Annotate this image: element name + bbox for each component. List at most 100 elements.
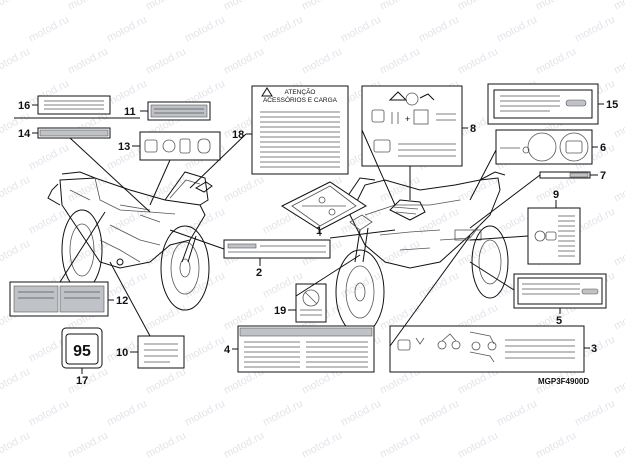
watermark-text: motod.ru	[417, 398, 461, 429]
callout-14: 14	[18, 128, 31, 140]
label-1-diamond	[280, 181, 396, 239]
watermark-text: motod.ru	[222, 0, 266, 13]
label-17-number-plate: 95	[61, 327, 103, 374]
watermark-text: motod.ru	[222, 46, 266, 77]
callout-8: 8	[470, 123, 476, 135]
callout-12: 12	[116, 295, 128, 307]
label-16	[32, 95, 111, 115]
watermark-text: motod.ru	[261, 398, 305, 429]
watermark-text: motod.ru	[105, 78, 149, 109]
callout-19: 19	[274, 305, 286, 317]
watermark-text: motod.ru	[573, 14, 617, 45]
label-6	[495, 129, 598, 165]
callout-4: 4	[224, 344, 231, 356]
label-8: +	[361, 85, 468, 200]
watermark-text: motod.ru	[66, 238, 110, 269]
watermark-text: motod.ru	[456, 430, 500, 461]
label-19	[288, 283, 327, 323]
callout-6: 6	[600, 142, 606, 154]
watermark-text: motod.ru	[183, 270, 227, 301]
watermark-text: motod.ru	[612, 238, 625, 269]
watermark-text: motod.ru	[66, 46, 110, 77]
watermark-text: motod.ru	[27, 142, 71, 173]
label-4-lines	[244, 341, 368, 368]
callout-9: 9	[553, 189, 559, 201]
watermark-text: motod.ru	[183, 334, 227, 365]
warning-title: ATENÇÃO	[285, 87, 316, 96]
label-3	[389, 325, 590, 373]
watermark-text: motod.ru	[456, 46, 500, 77]
watermark-text: motod.ru	[612, 46, 625, 77]
watermark-text: motod.ru	[222, 174, 266, 205]
watermark-text: motod.ru	[612, 302, 625, 333]
watermark-text: motod.ru	[495, 14, 539, 45]
watermark-text: motod.ru	[534, 0, 578, 13]
label-15	[487, 83, 604, 125]
watermark-text: motod.ru	[612, 0, 625, 13]
label-13	[132, 131, 221, 206]
callout-10: 10	[116, 347, 128, 359]
watermark-text: motod.ru	[378, 238, 422, 269]
callout-16: 16	[18, 100, 30, 112]
label-2	[223, 239, 331, 266]
leader-lines	[169, 129, 541, 347]
warning-subtitle: ACESSÓRIOS E CARGA	[263, 95, 338, 104]
watermark-text: motod.ru	[417, 270, 461, 301]
watermark-text: motod.ru	[612, 366, 625, 397]
watermark-text: motod.ru	[378, 430, 422, 461]
watermark-text: motod.ru	[105, 14, 149, 45]
watermark-text: motod.ru	[300, 430, 344, 461]
left-motorcycle	[47, 171, 213, 311]
callout-17: 17	[76, 375, 88, 387]
watermark-text: motod.ru	[417, 14, 461, 45]
label-7	[539, 171, 598, 179]
watermark-text: motod.ru	[300, 0, 344, 13]
watermark-text: motod.ru	[261, 14, 305, 45]
label-9-lines	[558, 215, 575, 257]
diagram-code: MGP3F4900D	[538, 377, 589, 386]
watermark-text: motod.ru	[456, 0, 500, 13]
watermark-text: motod.ru	[144, 46, 188, 77]
watermark-text: motod.ru	[144, 0, 188, 13]
watermark-text: motod.ru	[0, 0, 32, 13]
watermark-text: motod.ru	[105, 398, 149, 429]
watermark-text: motod.ru	[144, 302, 188, 333]
label-18-warning: ATENÇÃO ACESSÓRIOS E CARGA	[246, 85, 349, 175]
watermark-text: motod.ru	[378, 46, 422, 77]
label-11	[140, 101, 211, 121]
label-14	[14, 117, 151, 213]
watermark-text: motod.ru	[183, 398, 227, 429]
label-12	[9, 211, 114, 317]
callout-13: 13	[118, 141, 130, 153]
watermark-text: motod.ru	[612, 174, 625, 205]
watermark-text: motod.ru	[183, 14, 227, 45]
watermark-text: motod.ru	[417, 206, 461, 237]
watermark-text: motod.ru	[66, 0, 110, 13]
callout-3: 3	[591, 343, 597, 355]
watermark-text: motod.ru	[27, 398, 71, 429]
watermark-text: motod.ru	[183, 206, 227, 237]
callout-18: 18	[232, 129, 244, 141]
right-motorcycle	[335, 171, 509, 335]
watermark-text: motod.ru	[534, 46, 578, 77]
callout-2: 2	[256, 267, 262, 279]
label-10	[109, 261, 185, 369]
watermark-text: motod.ru	[144, 366, 188, 397]
watermark-text: motod.ru	[573, 398, 617, 429]
label-9	[469, 200, 581, 265]
label-5	[513, 273, 607, 314]
watermark-text: motod.ru	[339, 398, 383, 429]
watermark-text: motod.ru	[534, 430, 578, 461]
watermark-text: motod.ru	[0, 46, 32, 77]
watermark-text: motod.ru	[612, 110, 625, 141]
watermark-text: motod.ru	[495, 398, 539, 429]
number-plate-text: 95	[73, 343, 91, 360]
warning-text-lines	[260, 111, 340, 168]
svg-text:+: +	[405, 114, 410, 124]
callout-15: 15	[606, 99, 618, 111]
watermark-text: motod.ru	[0, 430, 32, 461]
watermark-text: motod.ru	[0, 174, 32, 205]
label-4	[232, 325, 375, 373]
watermark-text: motod.ru	[612, 430, 625, 461]
